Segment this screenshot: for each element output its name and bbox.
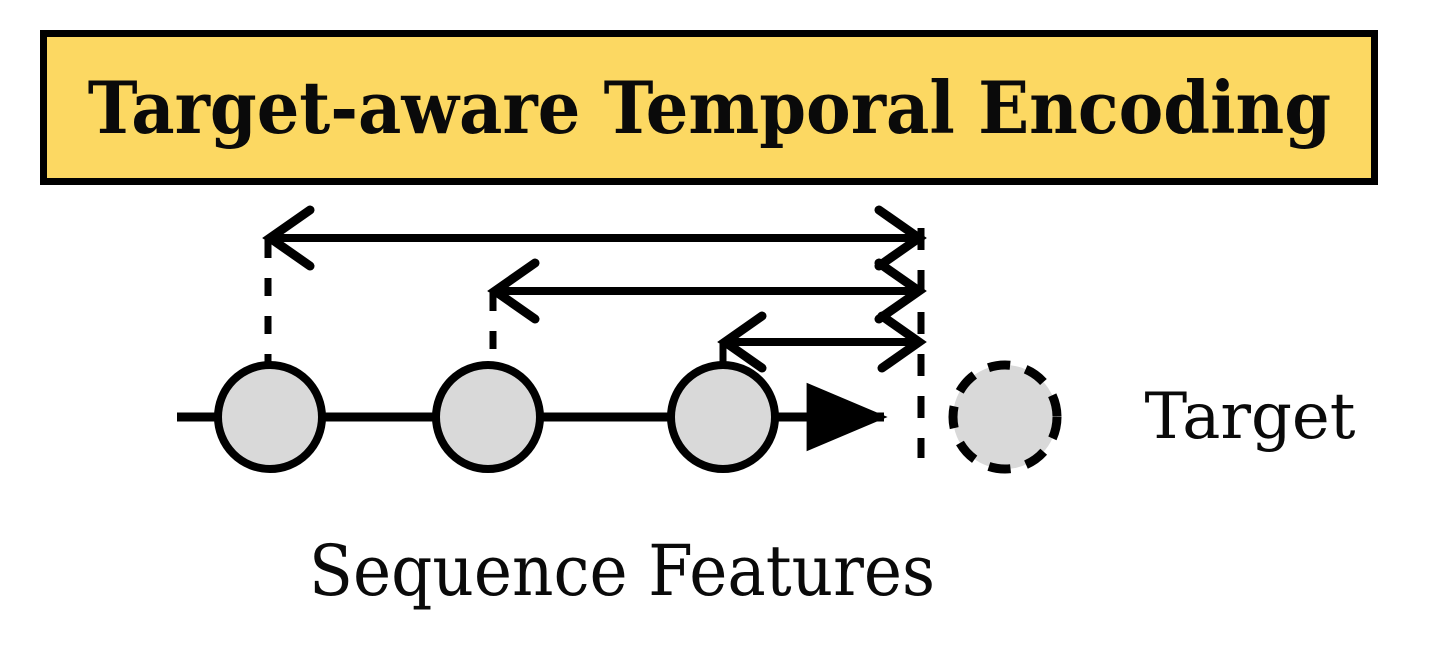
page-title: Target-aware Temporal Encoding xyxy=(87,64,1331,150)
sequence-caption: Sequence Features xyxy=(308,530,936,612)
interval-arrow-3 xyxy=(717,311,927,373)
sequence-nodes-group xyxy=(214,360,1062,474)
interval-arrow-2 xyxy=(487,258,927,324)
target-caption: Target xyxy=(1144,380,1356,454)
sequence-node-2[interactable] xyxy=(432,361,544,473)
title-banner: Target-aware Temporal Encoding xyxy=(40,30,1378,185)
sequence-node-1[interactable] xyxy=(214,361,326,473)
interval-arrows-group xyxy=(262,205,927,373)
guide-lines-group xyxy=(264,228,925,458)
target-node[interactable] xyxy=(948,360,1062,474)
sequence-node-3[interactable] xyxy=(667,361,779,473)
interval-arrow-1 xyxy=(262,205,927,271)
